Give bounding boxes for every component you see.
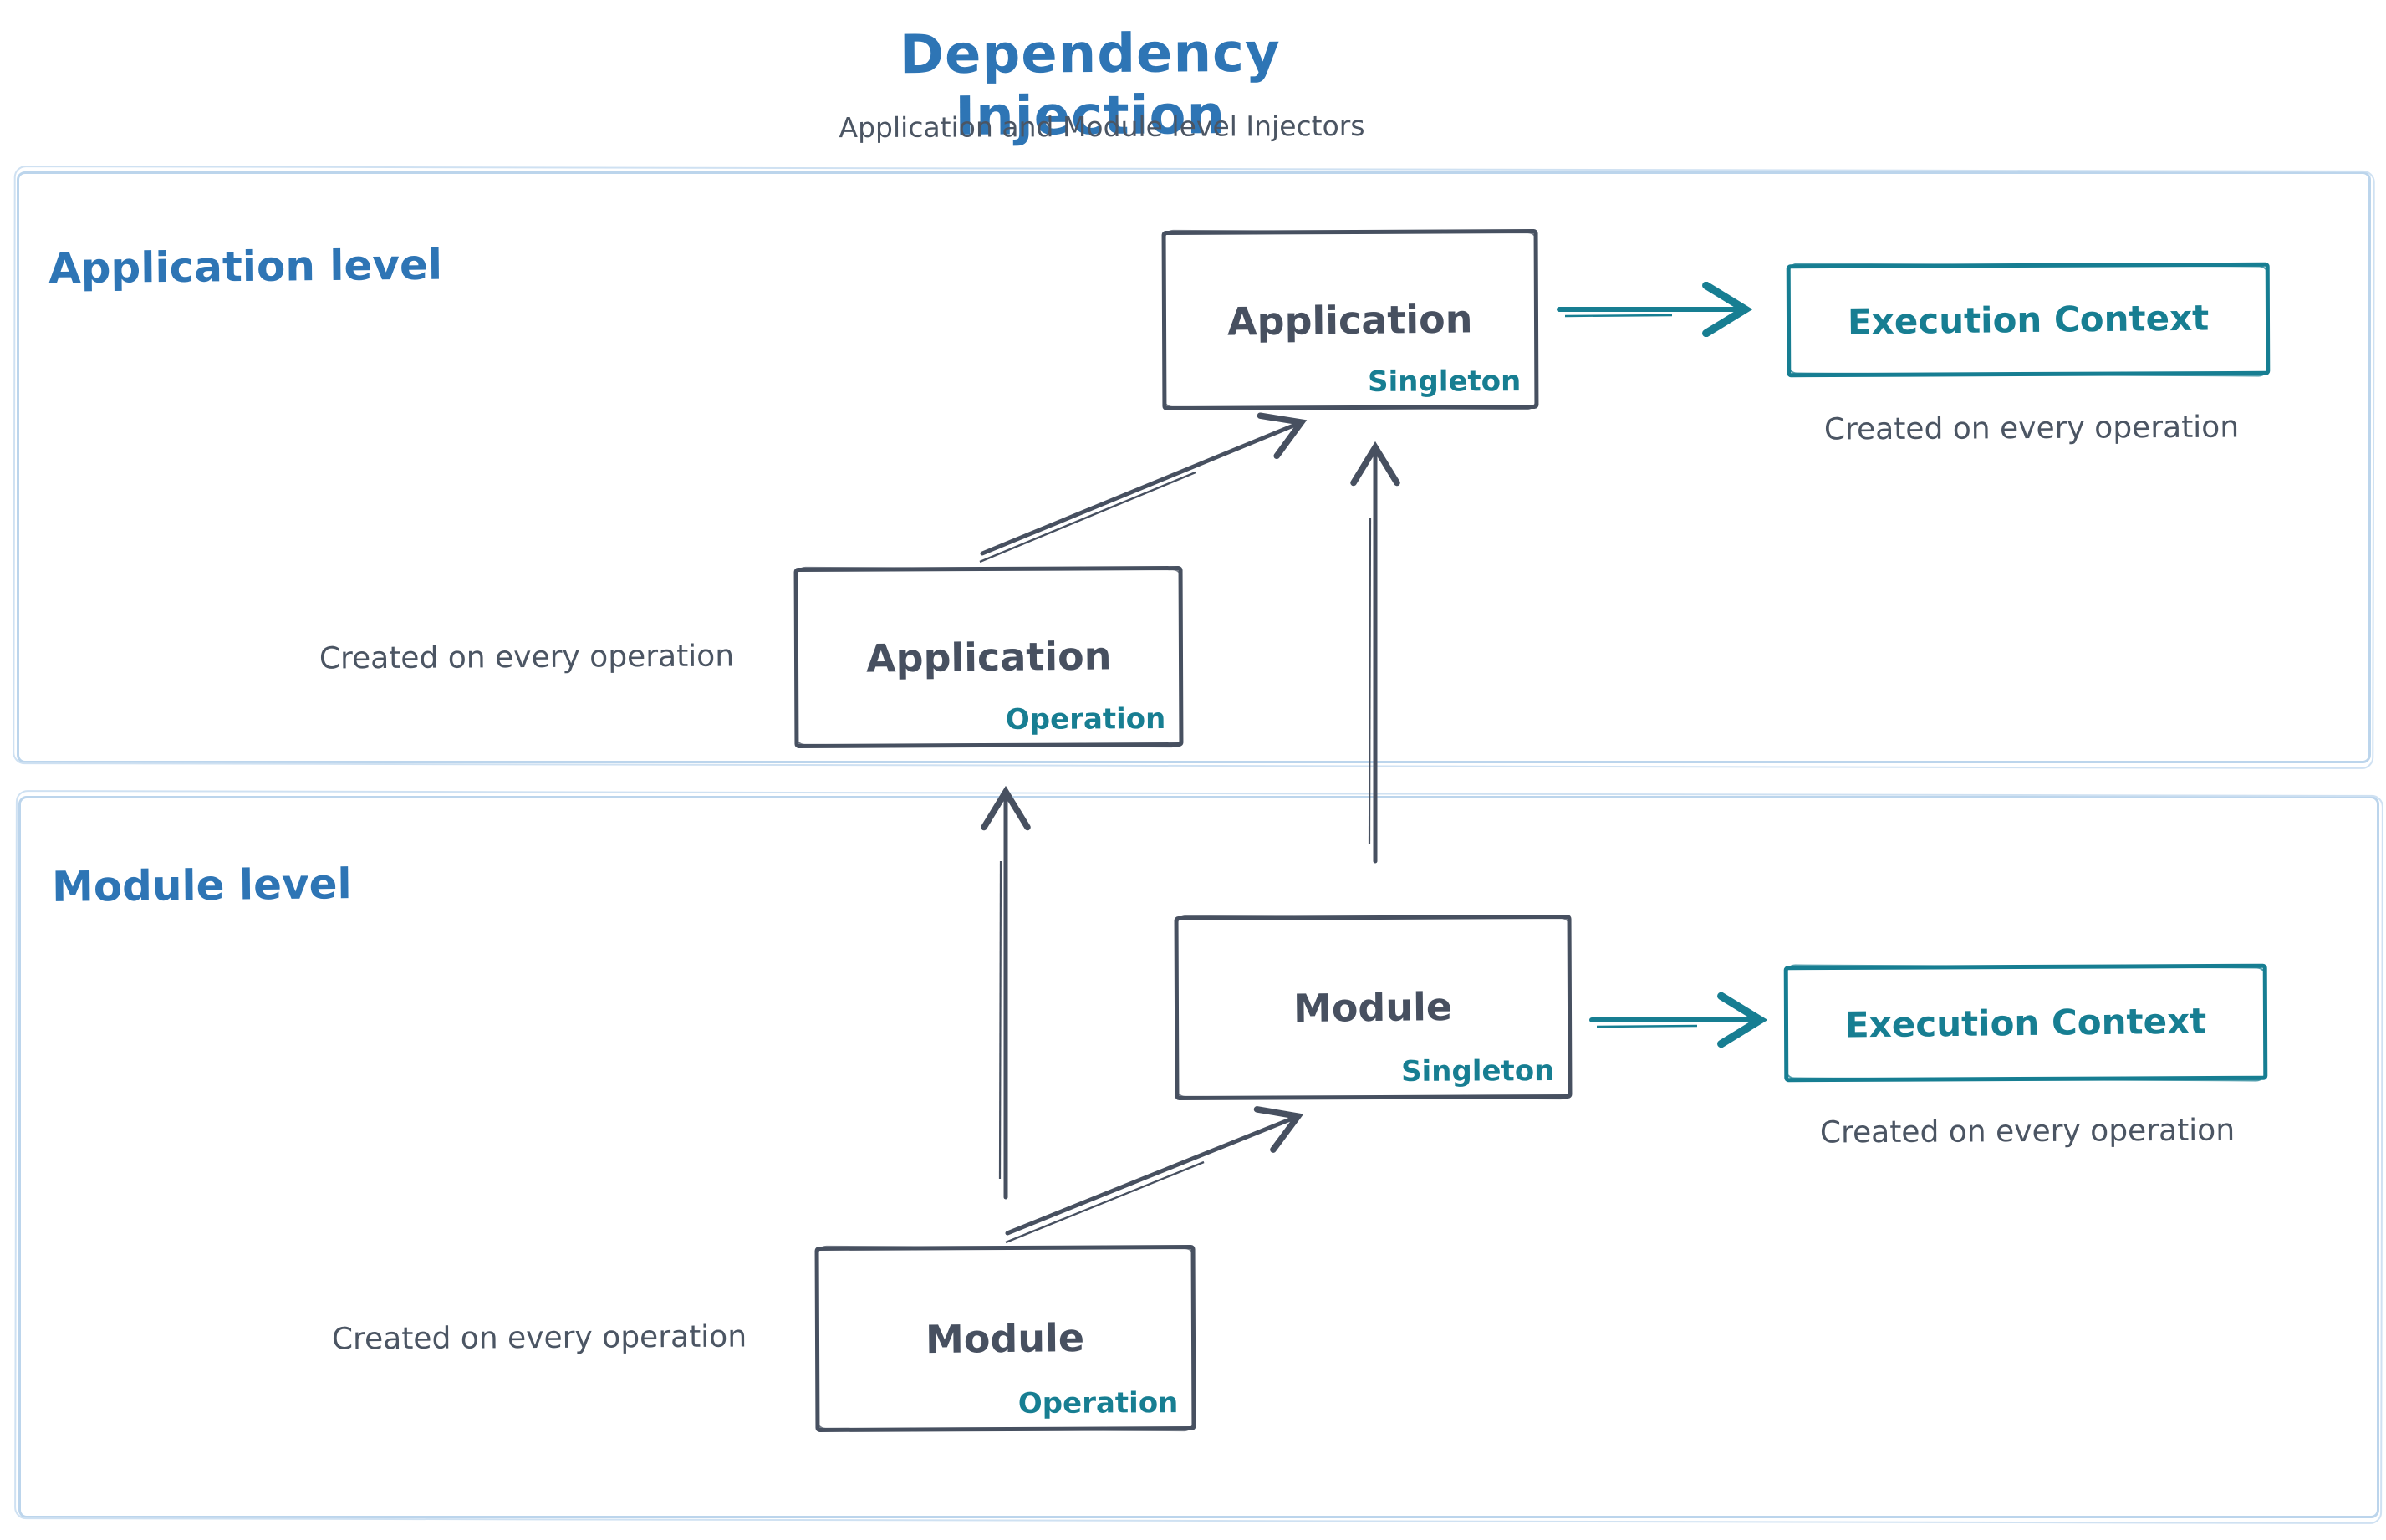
node-application-singleton-tag: Singleton	[1368, 365, 1522, 399]
node-execution-context-module: Execution Context	[1783, 963, 2268, 1083]
node-module-singleton: Module Singleton	[1174, 914, 1573, 1101]
node-module-operation-title: Module	[925, 1314, 1085, 1363]
application-level-container	[17, 171, 2371, 763]
caption-execution-context-module: Created on every operation	[1819, 1113, 2236, 1150]
node-application-singleton: Application Singleton	[1161, 229, 1539, 410]
node-module-singleton-tag: Singleton	[1401, 1054, 1555, 1089]
node-application-operation: Application Operation	[793, 565, 1184, 749]
diagram-subtitle: Application and Module level Injectors	[839, 109, 1365, 145]
node-module-operation-tag: Operation	[1017, 1386, 1179, 1420]
module-level-label: Module level	[51, 859, 352, 911]
node-application-singleton-title: Application	[1226, 295, 1473, 344]
node-execution-context-module-title: Execution Context	[1844, 1000, 2207, 1046]
module-level-container	[18, 796, 2379, 1518]
node-module-singleton-title: Module	[1293, 983, 1453, 1032]
node-execution-context-application-title: Execution Context	[1847, 297, 2210, 343]
node-execution-context-application: Execution Context	[1786, 262, 2271, 378]
caption-application-operation: Created on every operation	[319, 639, 735, 676]
node-module-operation: Module Operation	[814, 1245, 1196, 1432]
node-application-operation-title: Application	[865, 633, 1112, 681]
application-level-label: Application level	[48, 240, 443, 293]
caption-execution-context-application: Created on every operation	[1823, 410, 2240, 447]
caption-module-operation: Created on every operation	[331, 1319, 747, 1357]
node-application-operation-tag: Operation	[1005, 702, 1166, 737]
